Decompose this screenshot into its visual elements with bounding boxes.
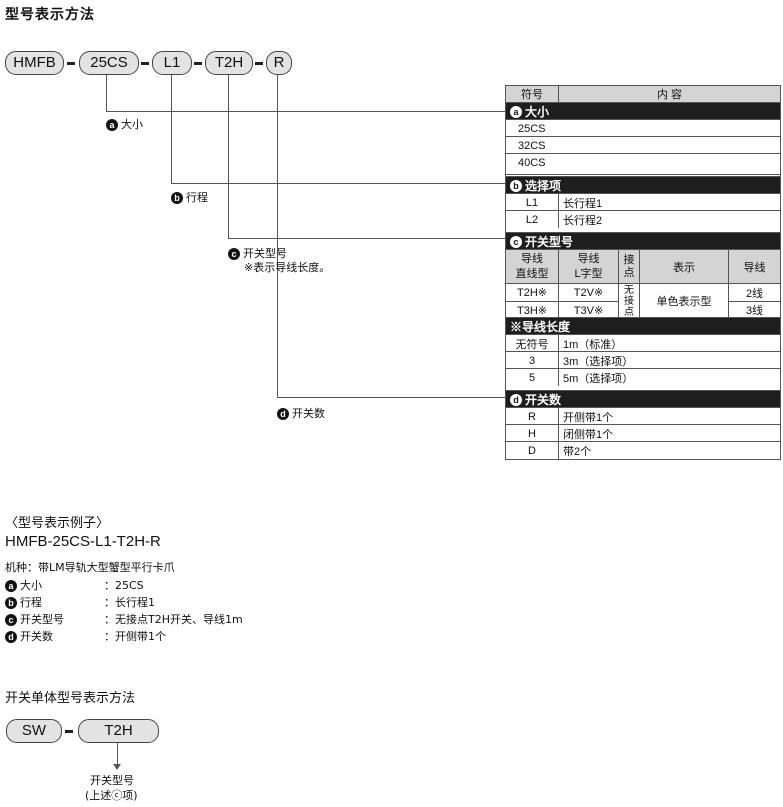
- leader-c: [228, 238, 505, 239]
- switch-unit-title: 开关单体型号表示方法: [5, 691, 136, 706]
- badge-b-icon: b: [171, 192, 183, 204]
- code-part-count: R: [266, 51, 292, 75]
- example-code: HMFB-25CS-L1-T2H-R: [5, 533, 161, 550]
- switch-unit-prefix: SW: [6, 719, 62, 743]
- leader-a: [106, 75, 107, 112]
- code-part-switch: T2H: [205, 51, 253, 75]
- badge-a-icon: a: [510, 105, 522, 118]
- badge-c-icon: c: [228, 248, 240, 260]
- code-part-size: 25CS: [79, 51, 139, 75]
- table-head: 符号 内 容: [506, 86, 780, 102]
- badge-a-icon: a: [106, 119, 118, 131]
- badge-d-icon: d: [510, 393, 522, 406]
- table-row: 32CS: [506, 136, 780, 154]
- table-row: D 带2个: [506, 441, 780, 459]
- leader-a: [106, 111, 505, 112]
- table-row: 25CS: [506, 119, 780, 137]
- badge-d-icon: d: [5, 631, 17, 643]
- leader-b: [171, 75, 172, 184]
- dash: [67, 62, 75, 65]
- code-part-series: HMFB: [5, 51, 64, 75]
- code-part-stroke: L1: [152, 51, 192, 75]
- badge-c-icon: c: [5, 614, 17, 626]
- page-title: 型号表示方法: [5, 7, 95, 23]
- badge-b-icon: b: [510, 179, 522, 192]
- leader-d: [277, 75, 278, 398]
- switch-unit-label: 开关型号: [90, 774, 134, 787]
- switch-unit-model: T2H: [78, 719, 159, 743]
- label-switch-note: ※表示导线长度。: [244, 261, 331, 274]
- section-lead-header: ※导线长度: [506, 317, 780, 335]
- divider: [505, 174, 781, 175]
- example-value: ：长行程1: [104, 596, 155, 609]
- table-row: 无符号 1m（标准）: [506, 334, 780, 352]
- leader-c: [228, 75, 229, 239]
- table-row: L1 长行程1: [506, 193, 780, 211]
- example-value: ：开侧带1个: [104, 630, 166, 643]
- leader-b: [171, 183, 505, 184]
- dash: [65, 730, 73, 733]
- example-value: ：无接点T2H开关、导线1m: [104, 613, 243, 626]
- table-row: 3 3m（选择项）: [506, 351, 780, 369]
- example-heading: 〈型号表示例子〉: [5, 516, 110, 531]
- badge-c-icon: c: [510, 235, 522, 248]
- leader-d: [277, 397, 505, 398]
- switch-unit-note: (上述ⓒ项): [85, 789, 138, 802]
- example-value: ：25CS: [104, 579, 144, 592]
- table-row: R 开侧带1个: [506, 407, 780, 425]
- arrow-down-icon: [113, 764, 121, 770]
- dash: [255, 62, 263, 65]
- leader-switch-unit: [117, 743, 118, 768]
- switch-col-head: 导线 直线型 导线 L字型 接 点 表示 导线: [506, 249, 780, 284]
- dash: [194, 62, 202, 65]
- badge-b-icon: b: [5, 597, 17, 609]
- table-row: H 闭侧带1个: [506, 424, 780, 442]
- table-row: 5 5m（选择项）: [506, 368, 780, 386]
- dash: [141, 62, 149, 65]
- badge-d-icon: d: [277, 408, 289, 420]
- badge-a-icon: a: [5, 580, 17, 592]
- table-row: L2 长行程2: [506, 210, 780, 228]
- example-machine: 机种：带LM导轨大型蟹型平行卡爪: [5, 561, 175, 574]
- table-row: 40CS: [506, 153, 780, 171]
- switch-rows: T2H※ T3H※ T2V※ T3V※ 无 接 点 单色表示型 2线 3线: [506, 283, 780, 318]
